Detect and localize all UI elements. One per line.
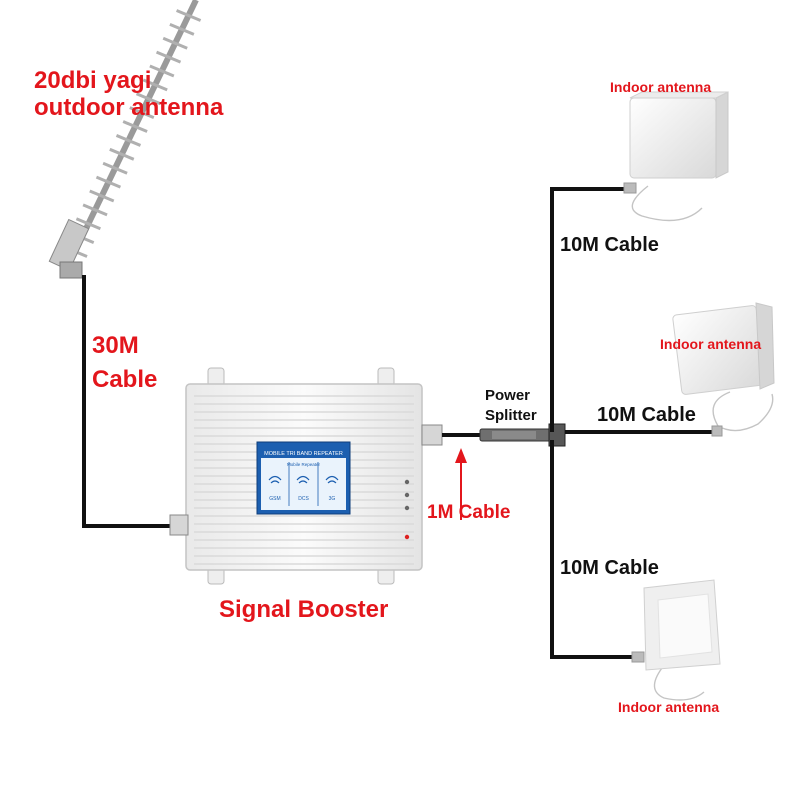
yagi-element	[115, 134, 142, 147]
cable-30m	[82, 275, 180, 528]
cable-1m-label: 1M Cable	[427, 502, 511, 523]
outdoor-antenna-label-line1: 20dbi yagi	[34, 67, 152, 94]
yagi-element	[129, 106, 155, 120]
indoor-antenna-label-middle: Indoor antenna	[660, 336, 762, 352]
cable-30m-label-line2: Cable	[92, 366, 158, 393]
indoor-antenna-label-bottom: Indoor antenna	[618, 699, 720, 715]
cable-30m-label-line1: 30M	[92, 332, 139, 359]
yagi-element	[102, 161, 128, 175]
yagi-antenna-icon	[48, 0, 202, 279]
cable-10m-top	[550, 187, 628, 432]
yagi-element	[142, 78, 168, 92]
cable-10m-label-bottom: 10M Cable	[560, 557, 659, 579]
panel-title: MOBILE TRI BAND REPEATER	[264, 451, 343, 457]
power-splitter-label: Power Splitter	[485, 386, 537, 426]
yagi-element	[75, 217, 101, 231]
band-3g: 3G	[329, 496, 336, 502]
outdoor-antenna-label-line2: outdoor antenna	[34, 94, 224, 121]
yagi-element	[122, 120, 148, 133]
arrow-up-icon	[455, 448, 467, 520]
yagi-element	[95, 175, 122, 189]
indoor-antenna-top-icon	[623, 91, 729, 222]
panel-subtitle: Mobile Repeater	[287, 462, 321, 467]
power-splitter-label-line2: Splitter	[485, 407, 537, 424]
yagi-element	[149, 64, 175, 78]
yagi-element	[109, 147, 135, 161]
signal-booster-label: Signal Booster	[219, 596, 389, 623]
indoor-antenna-bottom-icon	[631, 579, 721, 701]
band-dcs: DCS	[298, 496, 309, 502]
outdoor-antenna-label: 20dbi yagi outdoor antenna	[34, 67, 223, 121]
yagi-element	[82, 203, 108, 217]
yagi-element	[175, 9, 202, 22]
yagi-element	[89, 189, 115, 203]
cable-10m-label-top: 10M Cable	[560, 234, 659, 256]
cable-10m-bottom	[550, 440, 634, 659]
indoor-antenna-label-top: Indoor antenna	[610, 79, 712, 95]
yagi-element	[135, 92, 162, 106]
cable-10m-label-middle: 10M Cable	[597, 404, 696, 426]
booster-display-panel: MOBILE TRI BAND REPEATER Mobile Repeater…	[256, 441, 351, 515]
yagi-element	[169, 22, 195, 36]
indoor-antenna-middle-icon	[672, 302, 775, 437]
cable-30m-label: 30M Cable	[92, 329, 157, 397]
yagi-element	[162, 36, 188, 50]
yagi-element	[155, 50, 182, 64]
power-splitter-label-line1: Power	[485, 387, 531, 404]
band-gsm: GSM	[269, 496, 280, 502]
